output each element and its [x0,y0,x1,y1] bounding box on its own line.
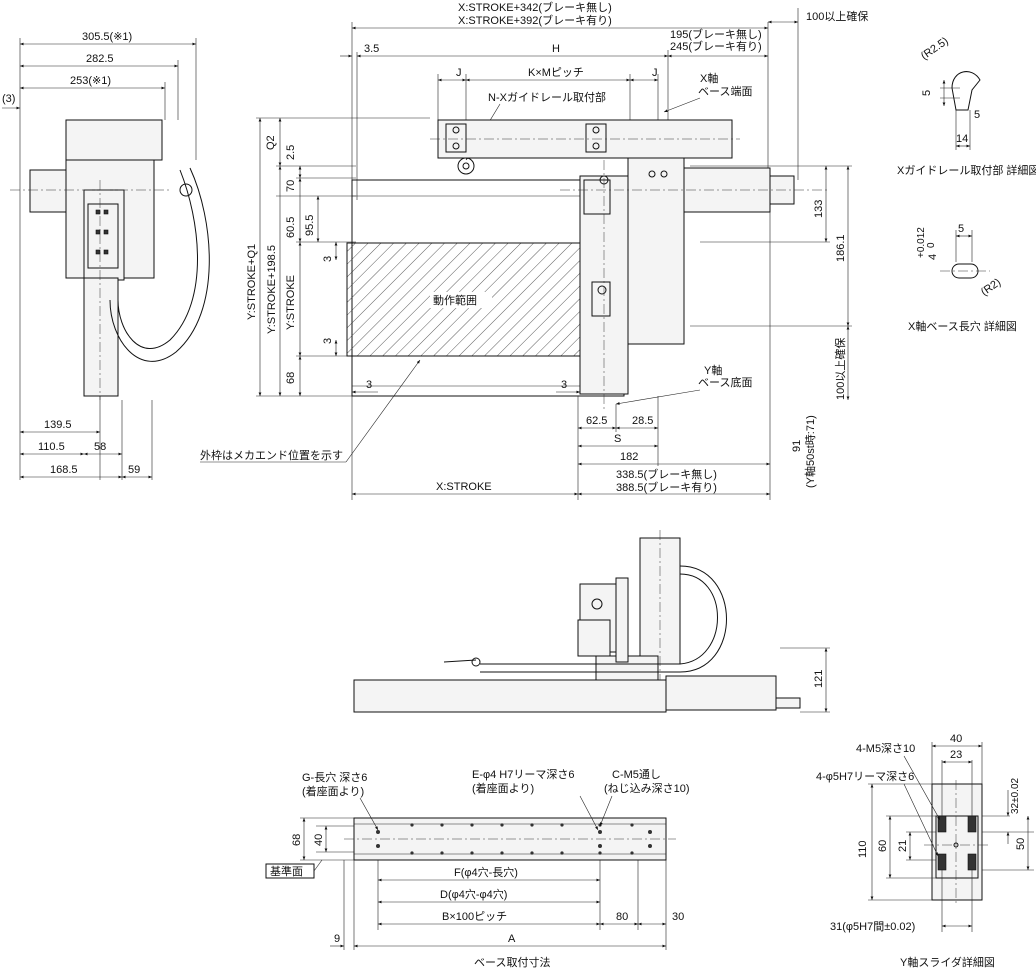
slider-dim-50: 50 [1015,838,1027,850]
dim-282-5: 282.5 [86,53,114,65]
y-slider-detail: 40 23 4-M5深さ10 4-φ5H7リーマ深さ6 32±0.02 50 1… [816,733,1034,969]
x-total-2: X:STROKE+392(ブレーキ有り) [458,13,612,27]
guide-dim-14: 14 [956,133,968,145]
dim-y-stroke-198-5: Y:STROKE+198.5 [266,245,278,334]
slider-dim-31: 31(φ5H7間±0.02) [830,920,915,933]
base-dim-B: B×100ピッチ [442,910,507,923]
dim-70: 70 [285,180,297,192]
dim-3: (3) [2,93,15,105]
label-C-2: (ねじ込み深さ10) [604,782,690,795]
dim-388-5: 388.5(ブレーキ有り) [616,480,717,494]
operating-range-label: 動作範囲 [433,293,477,307]
base-dim-40: 40 [313,834,325,846]
front-dim-121: 121 [813,670,825,688]
slot-r2: (R2) [979,276,1003,298]
dim-H: H [552,43,560,55]
dim-62-5: 62.5 [586,415,607,427]
slider-pin-label: 4-φ5H7リーマ深さ6 [816,770,914,783]
dim-3-upper: 3 [322,256,334,262]
dim-2-5: 2.5 [285,145,297,160]
dim-305-5: 305.5(※1) [82,31,132,43]
dim-J-right: J [652,67,658,79]
dim-y-stroke: Y:STROKE [285,275,297,330]
x-axis-end-1: X軸 [700,71,718,85]
dim-182: 182 [620,451,638,463]
dim-x-stroke: X:STROKE [436,481,492,493]
slider-dim-60: 60 [877,840,889,852]
guide-dim-5b: 5 [974,109,980,121]
dim-S: S [614,433,621,445]
guide-dim-5a: 5 [921,90,933,96]
label-G-1: G-長穴 深さ6 [302,770,367,784]
dim-245: 245(ブレーキ有り) [670,39,762,53]
dim-91: 91 [791,440,803,452]
base-dim-D: D(φ4穴-φ4穴) [440,887,507,901]
y-axis-base-2: ベース底面 [698,375,752,389]
dim-338-5: 338.5(ブレーキ無し) [616,467,717,481]
dim-68: 68 [285,372,297,384]
base-caption: ベース取付寸法 [474,955,550,969]
dim-J-left: J [456,67,462,79]
dim-58: 58 [94,441,106,453]
base-dim-80: 80 [616,911,628,923]
dim-195: 195(ブレーキ無し) [670,27,762,41]
base-dim-30: 30 [672,911,684,923]
dim-133: 133 [813,200,825,218]
slider-dim-21: 21 [897,840,909,852]
dim-3-5: 3.5 [364,43,379,55]
top-plan-view: X:STROKE+342(ブレーキ無し) X:STROKE+392(ブレーキ有り… [200,0,868,500]
dim-60-5: 60.5 [285,217,297,238]
dim-186-1: 186.1 [835,234,847,262]
slot-dim-5: 5 [958,223,964,235]
base-dim-F: F(φ4穴-長穴) [454,865,518,879]
dim-139-5: 139.5 [44,419,72,431]
clearance-right: 100以上確保 [806,9,868,23]
dim-168-5: 168.5 [50,464,78,476]
dim-y-stroke-q1: Y:STROKE+Q1 [246,244,258,320]
slider-dim-40: 40 [950,733,962,745]
dim-95-5: 95.5 [304,215,316,236]
mech-end-note: 外枠はメカエンド位置を示す [200,448,343,462]
dim-3-right: 3 [561,379,567,391]
guide-rail-label: N-Xガイドレール取付部 [488,90,606,104]
y-axis-base-1: Y軸 [704,363,722,377]
clearance-bottom: 100以上確保 [833,338,847,400]
label-E-1: E-φ4 H7リーマ深さ6 [472,768,575,781]
slot-tol-lower: 0 [926,242,937,248]
dim-110-5: 110.5 [38,441,65,453]
slot-caption: X軸ベース長穴 詳細図 [908,319,1017,333]
x-total-1: X:STROKE+342(ブレーキ無し) [458,0,612,14]
slider-caption: Y軸スライダ詳細図 [900,955,995,969]
detail-guide-rail: (R2.5) 5 5 14 Xガイドレール取付部 詳細図 [897,35,1036,177]
slot-tol-upper: +0.012 [916,227,927,258]
guide-caption: Xガイドレール取付部 詳細図 [897,163,1036,177]
dim-28-5: 28.5 [632,415,653,427]
dim-KxM: K×Mピッチ [528,66,584,79]
label-E-2: (着座面より) [472,781,534,795]
label-C-1: C-M5通し [612,768,661,781]
base-dim-9: 9 [334,933,340,945]
slider-m5-label: 4-M5深さ10 [856,742,915,755]
base-mount-view: G-長穴 深さ6 (着座面より) E-φ4 H7リーマ深さ6 (着座面より) C… [265,768,690,969]
dim-59: 59 [128,464,140,476]
ref-face-label: 基準面 [270,864,303,878]
left-side-view: 305.5(※1) 282.5 253(※1) (3) 139.5 110.5 … [2,31,210,480]
dim-3-lower: 3 [322,338,334,344]
dim-3-left: 3 [366,379,372,391]
front-view: 121 [353,530,830,713]
slider-dim-32: 32±0.02 [1010,777,1021,814]
slider-dim-23: 23 [950,749,962,761]
guide-r2-5: (R2.5) [919,35,951,62]
label-G-2: (着座面より) [302,784,364,798]
base-dim-68: 68 [291,834,303,846]
slider-dim-110: 110 [857,840,869,858]
detail-x-slot: 5 +0.012 0 4 (R2) X軸ベース長穴 詳細図 [908,223,1017,333]
base-dim-A: A [508,933,516,945]
slot-dim-4: 4 [927,254,939,260]
dim-Q2: Q2 [265,135,277,150]
dim-91-note: (Y軸50st時:71) [803,415,817,488]
x-axis-end-2: ベース端面 [698,85,752,98]
dim-253: 253(※1) [70,75,111,87]
